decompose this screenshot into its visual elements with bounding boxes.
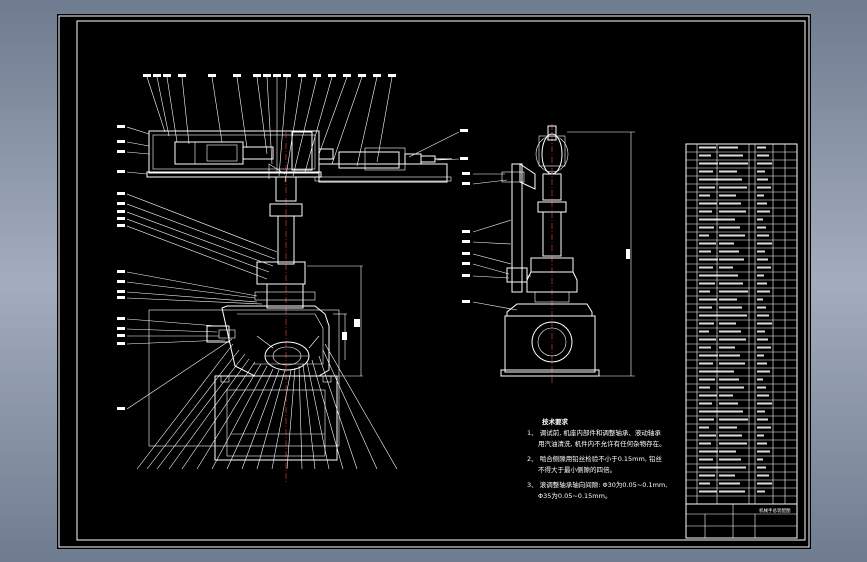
technical-requirements-title: 技术要求 [542, 418, 568, 426]
front-view-leaders [126, 76, 460, 470]
inner-border [76, 20, 806, 541]
parts-list: 机械手总装配图 [685, 143, 798, 539]
part-balloons-front [117, 74, 468, 410]
requirement-3-line1: 3、 滚调整轴承轴向间隙: Φ30为0.05~0.1mm, [527, 481, 668, 489]
requirement-2-line2: 不得大于最小侧隙的四倍。 [538, 466, 616, 474]
drawing-sheet: 机械手总装配图 技术要求 1、 调试前, 机座内部件和调整轴承、液动轴承 用汽油… [57, 14, 811, 549]
requirement-1-line2: 用汽油清洗, 机件内不允许有任何杂物存在。 [538, 440, 666, 448]
side-view [462, 124, 635, 384]
requirement-3-line2: Φ35为0.05~0.15mm。 [538, 492, 612, 500]
front-view [146, 130, 452, 484]
outer-border [58, 15, 810, 548]
assembly-drawing: 机械手总装配图 [58, 15, 810, 548]
requirement-1-line1: 1、 调试前, 机座内部件和调整轴承、液动轴承 [527, 429, 661, 437]
drawing-name: 机械手总装配图 [759, 507, 791, 514]
technical-requirements: 技术要求 1、 调试前, 机座内部件和调整轴承、液动轴承 用汽油清洗, 机件内不… [527, 417, 717, 502]
requirement-2-line1: 2、 啮合侧隙用铅丝检验不小于0.15mm, 铅丝 [527, 455, 662, 463]
